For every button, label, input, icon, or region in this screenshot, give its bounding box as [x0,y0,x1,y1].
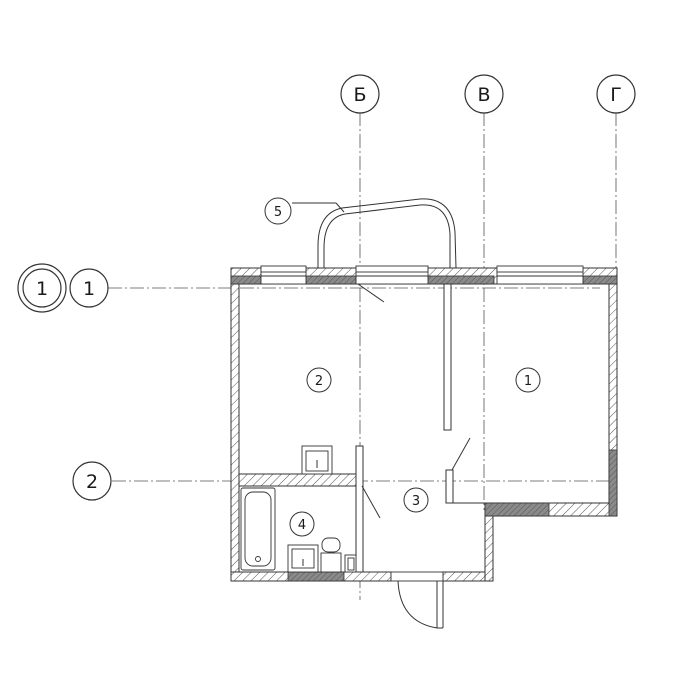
room-number-5: 5 [274,205,282,220]
room-tag-3: 3 [403,487,429,513]
column-east [608,449,618,517]
shaft [344,554,357,573]
axis-bubble-b: Б [340,74,380,114]
windows [260,265,584,285]
room-tag-2: 2 [306,367,332,393]
section-marker-label: 1 [36,278,48,300]
bathroom-fixtures [240,487,357,573]
entry-door [390,571,444,629]
column-top-left [230,275,262,285]
room-number-4: 4 [298,518,306,533]
room-number-2: 2 [315,374,323,389]
column-south-right [484,502,550,517]
column-top-right [582,275,618,285]
doors [357,283,471,629]
structural-elements [230,275,618,582]
kitchen-sink [301,445,333,475]
bathtub [240,487,276,571]
toilet [320,537,342,573]
room-tag-1: 1 [515,367,541,393]
window-balcony-door [355,265,429,285]
room-number-3: 3 [412,494,420,509]
window-left [260,265,307,285]
room-tag-5: 5 [264,197,292,225]
partition-rooms-1-2 [443,283,452,431]
partition-bath-hall [355,445,364,573]
column-top-mid [305,275,357,285]
axis-label-b: Б [353,84,366,106]
axis-label-row-1: 1 [83,278,95,300]
exterior-walls [230,267,618,582]
partition-hall-room1 [445,469,454,504]
axis-bubble-v: В [464,74,504,114]
hall-door-leaf [361,485,381,519]
axis-bubble-g: Г [596,74,636,114]
room1-door-leaf [451,437,471,471]
window-right [496,265,584,285]
interior-partitions [238,283,485,573]
section-marker: 1 [17,263,67,313]
room-number-1: 1 [524,374,532,389]
washbasin [287,544,319,573]
axis-label-v: В [477,84,490,106]
axis-label-row-2: 2 [86,471,98,493]
column-top-v [427,275,495,285]
axis-bubble-row-1: 1 [69,268,109,308]
balcony-door-leaf [357,283,385,303]
balcony [292,198,457,269]
partition-bath-top [238,473,364,487]
column-bottom [287,571,345,582]
axis-bubble-row-2: 2 [72,461,112,501]
room-tag-4: 4 [289,511,315,537]
left-wall [230,283,240,582]
axis-label-g: Г [610,84,622,106]
